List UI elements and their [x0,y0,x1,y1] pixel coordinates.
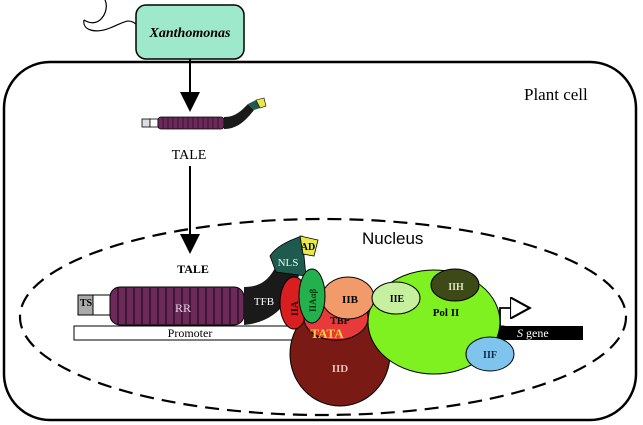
s-gene-label: S gene [517,326,549,340]
tale-label-top: TALE [172,148,207,163]
small-tale-icon [141,97,267,130]
plant-cell-label: Plant cell [524,85,588,104]
xanthomonas-label: Xanthomonas [149,26,231,41]
tfb-label: TFB [254,296,274,308]
ts-white-box [92,294,112,316]
tfb-domain [244,266,300,325]
iiaab-factor [298,268,326,324]
iie-label: IIE [390,294,405,305]
iie-factor [371,281,421,315]
iif-label: IIF [483,350,497,361]
tale-label-nuclear: TALE [177,262,209,276]
flagellum [83,0,107,24]
tata-label: TATA [310,326,344,341]
nls-domain [269,235,307,277]
nucleus-outline [18,217,628,417]
rr-repeat-lines [117,288,239,324]
ad-label: AD [301,242,315,253]
s-gene-bar [497,326,583,340]
iiaab-label: IIAαβ [308,288,318,312]
promoter-label: Promoter [168,326,213,340]
iid-label: IID [332,363,349,375]
ts-label: TS [80,298,93,309]
tale-protein: TS RR TFB NLS AD [77,235,319,326]
iia-label: IIA [290,300,301,316]
pol2-label: Pol II [433,307,460,319]
rr-label: RR [175,301,191,315]
nucleus-label: Nucleus [362,229,423,248]
iif-factor [465,336,515,372]
iib-label: IIB [342,294,359,306]
flagellum-tail [83,19,137,32]
ad-domain [299,235,319,257]
iih-factor [430,268,480,302]
nls-label: NLS [278,257,299,269]
tbp-label: TBP [330,316,349,327]
iih-label: IIH [448,282,464,293]
